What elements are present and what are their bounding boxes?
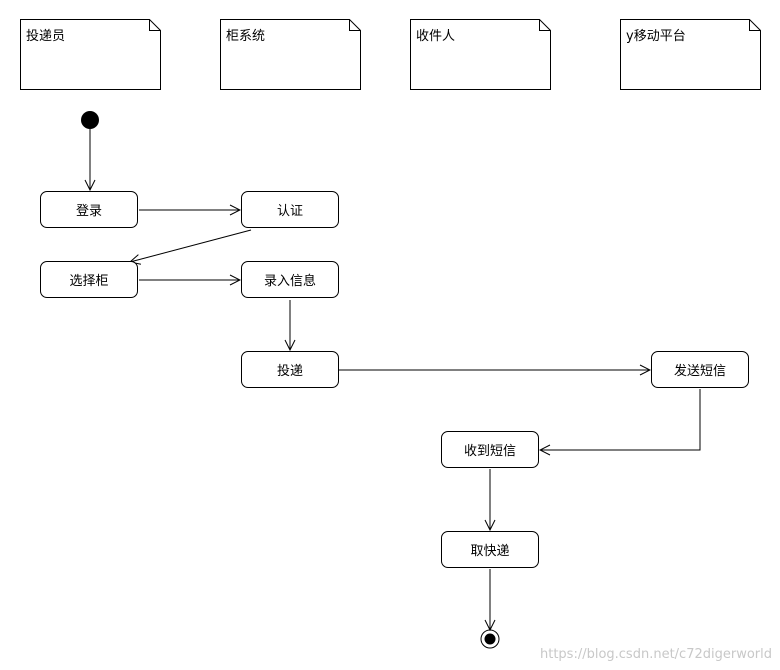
note-shape [20,19,161,90]
lane-label: 收件人 [416,29,456,44]
lane-locker: 柜系统 [220,19,361,90]
flow-sms-receive [540,389,701,450]
activity-auth: 认证 [241,191,339,228]
lane-courier: 投递员 [20,19,161,90]
activity-send-sms: 发送短信 [651,351,749,388]
flow-auth-select [130,229,252,262]
activity-input-info: 录入信息 [241,261,339,298]
activity-deliver: 投递 [241,351,339,388]
lane-label: 投递员 [26,29,66,44]
activity-receive-sms: 收到短信 [441,431,539,468]
activity-login: 登录 [40,191,138,228]
activity-select-locker: 选择柜 [40,261,138,298]
start-node [81,111,99,129]
watermark: https://blog.csdn.net/c72digerworld [539,647,772,662]
note-shape [410,19,551,90]
activity-pickup: 取快递 [441,531,539,568]
end-node [480,629,500,649]
lane-recipient: 收件人 [410,19,551,90]
lane-label: 柜系统 [226,29,266,44]
note-shape [220,19,361,90]
lane-label: y移动平台 [626,29,686,44]
lane-mobile: y移动平台 [620,19,761,90]
note-shape [620,19,761,90]
